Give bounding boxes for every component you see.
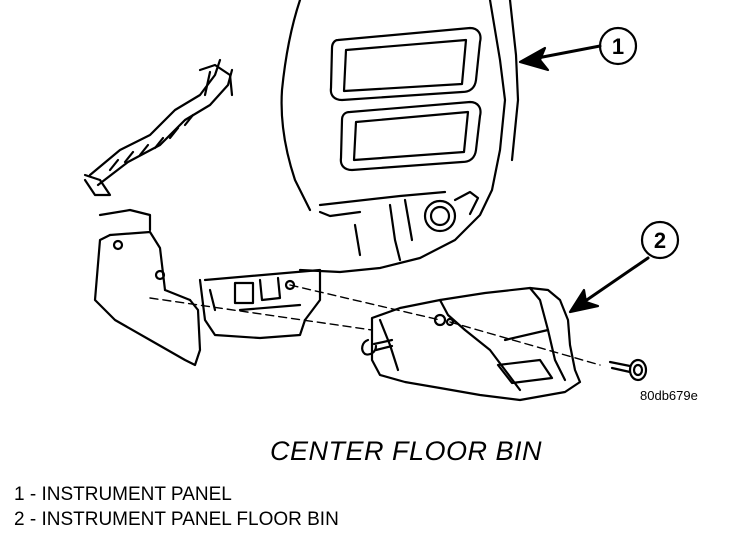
alignment-lines (149, 284, 601, 366)
legend-item-1: 1 - INSTRUMENT PANEL (14, 484, 232, 505)
callout-1 (518, 26, 638, 72)
screw-fastener (608, 358, 648, 382)
instrument-panel-floor-bin (370, 286, 582, 402)
image-code: 80db679e (640, 388, 698, 403)
push-pin-fastener (361, 338, 394, 356)
callout-2 (568, 220, 680, 314)
legend-item-2: 2 - INSTRUMENT PANEL FLOOR BIN (14, 509, 339, 530)
callout-1-label: 1 (612, 34, 624, 59)
figure-caption: CENTER FLOOR BIN (270, 436, 543, 466)
instrument-panel (83, 0, 520, 367)
exploded-view-diagram: 1 2 80db679e (83, 0, 698, 403)
parts-legend: 1 - INSTRUMENT PANEL 2 - INSTRUMENT PANE… (14, 482, 339, 532)
callout-2-label: 2 (654, 228, 666, 253)
